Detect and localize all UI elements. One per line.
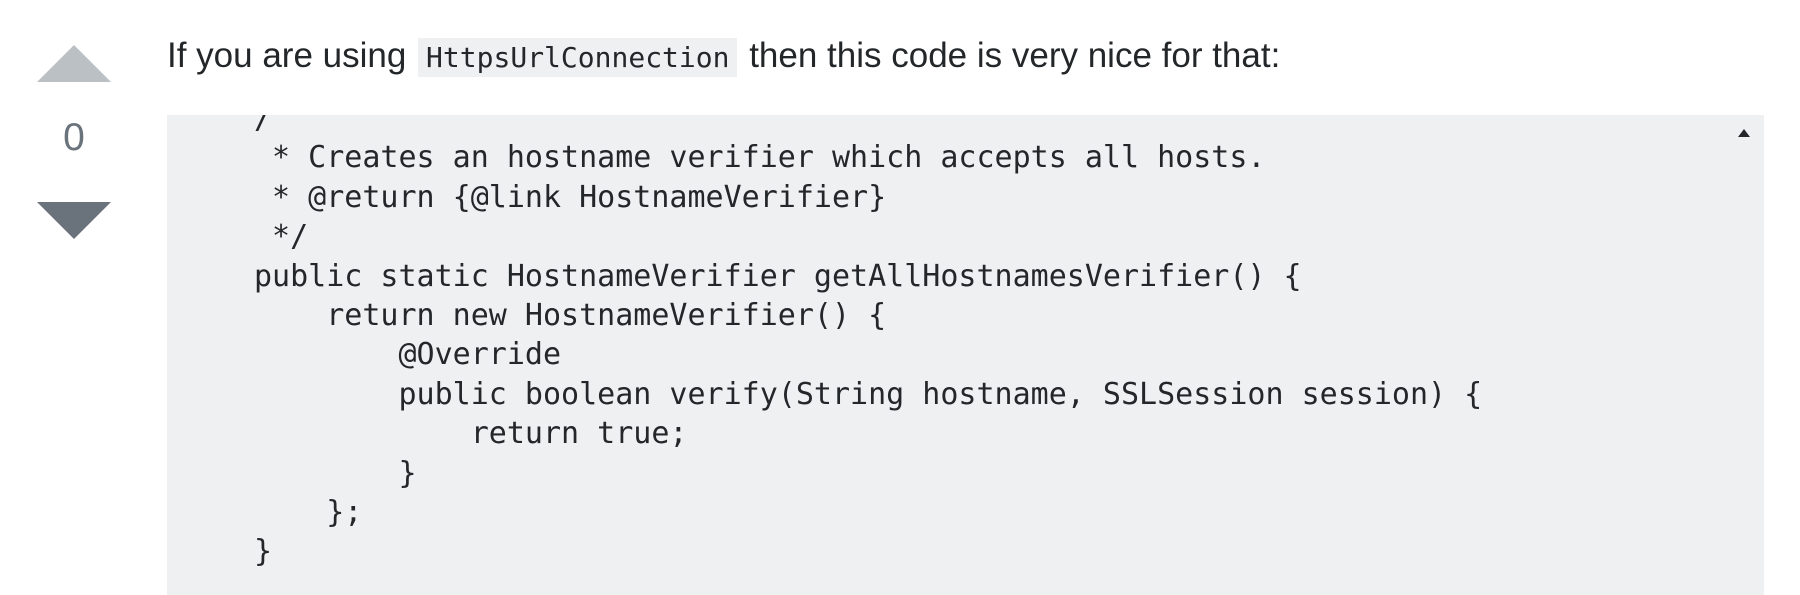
vote-count: 0: [63, 116, 85, 159]
code-line: return new HostnameVerifier() {: [254, 298, 887, 334]
code-block[interactable]: / * Creates an hostname verifier which a…: [167, 115, 1764, 595]
inline-code: HttpsUrlConnection: [418, 38, 738, 77]
code-line: public static HostnameVerifier getAllHos…: [254, 258, 1302, 294]
code-line: /: [254, 115, 273, 136]
downvote-arrow-icon[interactable]: [37, 202, 111, 239]
answer-text: If you are using HttpsUrlConnection then…: [167, 34, 1280, 80]
code-line: }: [254, 455, 417, 491]
code-line: };: [254, 495, 363, 531]
scroll-up-arrow-icon[interactable]: [1738, 129, 1750, 137]
code-line: }: [254, 534, 273, 570]
code-line: return true;: [254, 416, 688, 452]
answer-text-before: If you are using: [167, 36, 417, 75]
code-line: * Creates an hostname verifier which acc…: [254, 140, 1266, 176]
answer-text-after: then this code is very nice for that:: [739, 36, 1281, 75]
vote-cell: 0: [0, 0, 150, 595]
code-line: public boolean verify(String hostname, S…: [254, 376, 1483, 412]
upvote-arrow-icon[interactable]: [37, 45, 111, 82]
code-line: */: [254, 219, 309, 255]
code-content: / * Creates an hostname verifier which a…: [254, 115, 1482, 572]
code-line: * @return {@link HostnameVerifier}: [254, 179, 887, 215]
code-line: @Override: [254, 337, 562, 373]
